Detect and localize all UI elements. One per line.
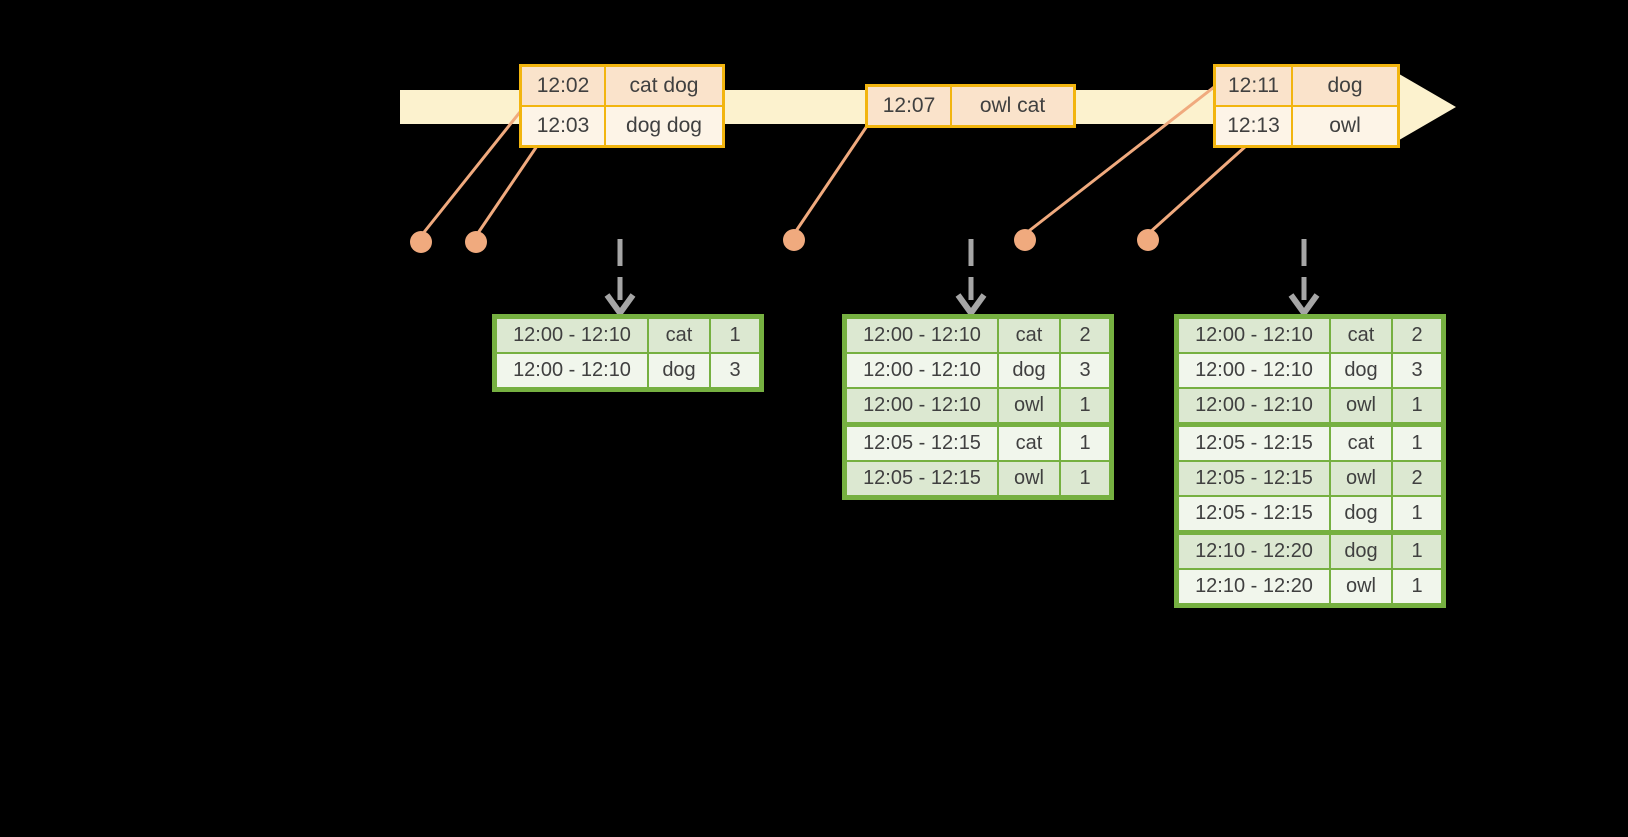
count-cell: 3 bbox=[1061, 354, 1109, 387]
window-cell: 12:00 - 12:10 bbox=[847, 389, 997, 422]
count-cell: 1 bbox=[1393, 535, 1441, 568]
window-cell: 12:10 - 12:20 bbox=[1179, 570, 1329, 603]
event-words: dog bbox=[1327, 74, 1363, 97]
connector-line bbox=[474, 145, 539, 237]
event-words: dog dog bbox=[626, 114, 702, 137]
word-cell: cat bbox=[1331, 319, 1391, 352]
count-cell: 3 bbox=[711, 354, 759, 387]
window-cell: 12:00 - 12:10 bbox=[847, 319, 997, 352]
count-cell: 1 bbox=[1393, 497, 1441, 530]
word-cell: owl bbox=[999, 389, 1059, 422]
window-cell: 12:00 - 12:10 bbox=[1179, 389, 1329, 422]
event-words: owl cat bbox=[979, 94, 1046, 117]
connector-line bbox=[1146, 144, 1248, 236]
event-words: owl bbox=[1329, 114, 1361, 137]
word-cell: dog bbox=[649, 354, 709, 387]
window-cell: 12:05 - 12:15 bbox=[1179, 427, 1329, 460]
connector-line bbox=[419, 106, 526, 237]
count-cell: 2 bbox=[1393, 462, 1441, 495]
word-cell: cat bbox=[999, 427, 1059, 460]
window-cell: 12:05 - 12:15 bbox=[847, 427, 997, 460]
word-cell: dog bbox=[1331, 354, 1391, 387]
word-cell: cat bbox=[999, 319, 1059, 352]
event-row: 12:07 owl cat bbox=[868, 87, 1073, 125]
event-time: 12:13 bbox=[1216, 107, 1293, 145]
count-cell: 1 bbox=[1061, 389, 1109, 422]
word-cell: owl bbox=[1331, 389, 1391, 422]
word-cell: cat bbox=[1331, 427, 1391, 460]
window-cell: 12:05 - 12:15 bbox=[1179, 497, 1329, 530]
count-cell: 1 bbox=[1061, 427, 1109, 460]
event-box: 12:07 owl cat bbox=[865, 84, 1076, 128]
count-cell: 3 bbox=[1393, 354, 1441, 387]
event-time: 12:07 bbox=[868, 87, 952, 125]
event-time: 12:03 bbox=[522, 107, 606, 145]
word-cell: dog bbox=[1331, 497, 1391, 530]
event-dot bbox=[783, 229, 805, 251]
count-cell: 2 bbox=[1393, 319, 1441, 352]
count-cell: 2 bbox=[1061, 319, 1109, 352]
window-cell: 12:00 - 12:10 bbox=[497, 319, 647, 352]
count-cell: 1 bbox=[1061, 462, 1109, 495]
window-cell: 12:10 - 12:20 bbox=[1179, 535, 1329, 568]
word-cell: dog bbox=[1331, 535, 1391, 568]
event-row: 12:13 owl bbox=[1216, 105, 1397, 145]
event-dot bbox=[465, 231, 487, 253]
word-cell: owl bbox=[1331, 462, 1391, 495]
event-time: 12:11 bbox=[1216, 67, 1293, 105]
window-cell: 12:00 - 12:10 bbox=[847, 354, 997, 387]
event-row: 12:11 dog bbox=[1216, 67, 1397, 105]
event-dot bbox=[1137, 229, 1159, 251]
timeline-arrowhead-icon bbox=[1394, 71, 1456, 143]
word-cell: owl bbox=[999, 462, 1059, 495]
event-box: 12:02 cat dog 12:03 dog dog bbox=[519, 64, 725, 148]
trigger-arrowhead-icon bbox=[604, 293, 636, 319]
trigger-arrowhead-icon bbox=[955, 293, 987, 319]
window-cell: 12:05 - 12:15 bbox=[847, 462, 997, 495]
event-row: 12:02 cat dog bbox=[522, 67, 722, 105]
word-cell: owl bbox=[1331, 570, 1391, 603]
word-cell: cat bbox=[649, 319, 709, 352]
event-row: 12:03 dog dog bbox=[522, 105, 722, 145]
trigger-arrowhead-icon bbox=[1288, 293, 1320, 319]
word-cell: dog bbox=[999, 354, 1059, 387]
window-cell: 12:00 - 12:10 bbox=[497, 354, 647, 387]
window-cell: 12:00 - 12:10 bbox=[1179, 319, 1329, 352]
count-cell: 1 bbox=[1393, 389, 1441, 422]
count-cell: 1 bbox=[711, 319, 759, 352]
count-cell: 1 bbox=[1393, 427, 1441, 460]
event-time: 12:02 bbox=[522, 67, 606, 105]
event-box: 12:11 dog 12:13 owl bbox=[1213, 64, 1400, 148]
event-dot bbox=[410, 231, 432, 253]
connector-line bbox=[792, 122, 871, 235]
event-words: cat dog bbox=[629, 74, 699, 97]
window-cell: 12:00 - 12:10 bbox=[1179, 354, 1329, 387]
window-cell: 12:05 - 12:15 bbox=[1179, 462, 1329, 495]
count-cell: 1 bbox=[1393, 570, 1441, 603]
event-dot bbox=[1014, 229, 1036, 251]
